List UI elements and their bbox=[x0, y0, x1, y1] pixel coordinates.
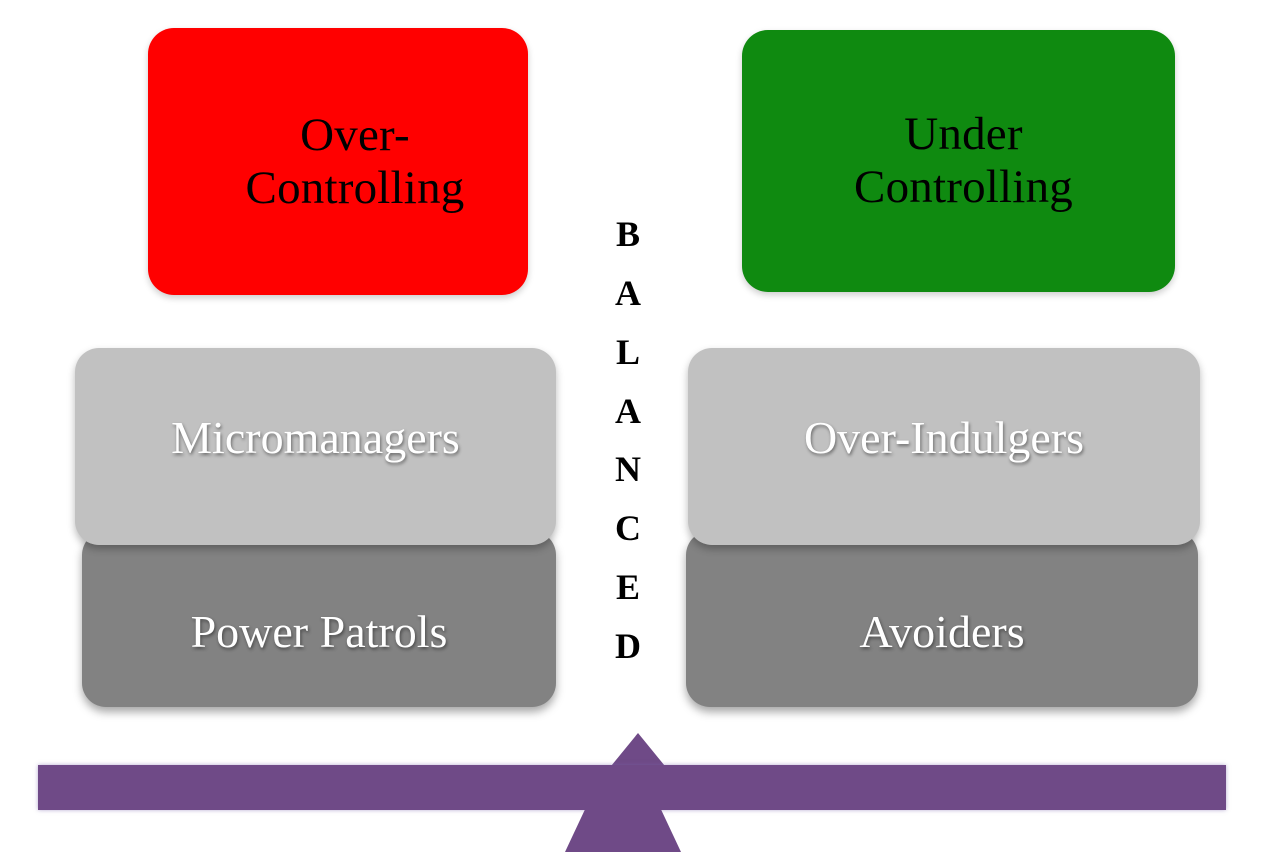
under-controlling-line-1: Under bbox=[904, 108, 1023, 161]
balanced-letter-n: N bbox=[615, 449, 641, 490]
balanced-letter-l: L bbox=[615, 331, 640, 372]
balanced-letter-a2: A bbox=[615, 390, 641, 431]
avoiders-label: Avoiders bbox=[859, 606, 1025, 657]
balanced-letter-a1: A bbox=[615, 272, 641, 313]
over-controlling-line-1: Over- bbox=[300, 108, 410, 161]
under-controlling-label: Under Controlling bbox=[854, 108, 1073, 213]
balance-beam bbox=[38, 765, 1226, 810]
fulcrum-base-trapezoid-icon bbox=[565, 810, 681, 852]
power-patrols-label: Power Patrols bbox=[190, 606, 448, 657]
balanced-letter-d: D bbox=[615, 625, 641, 666]
micromanagers-label: Micromanagers bbox=[171, 411, 460, 463]
fulcrum-pointer-triangle-icon bbox=[607, 733, 669, 771]
balanced-vertical-label: B A L A N C E D bbox=[604, 216, 652, 664]
over-controlling-label: Over- Controlling bbox=[246, 109, 465, 214]
balanced-letter-c: C bbox=[615, 508, 641, 549]
avoiders-card[interactable]: Avoiders bbox=[686, 531, 1198, 707]
balanced-letter-e: E bbox=[615, 567, 640, 608]
under-controlling-line-2: Controlling bbox=[854, 161, 1073, 213]
balance-scale bbox=[0, 725, 1276, 854]
balanced-letter-b: B bbox=[615, 214, 640, 254]
under-controlling-card[interactable]: Under Controlling bbox=[742, 30, 1175, 292]
over-indulgers-label: Over-Indulgers bbox=[803, 411, 1085, 463]
over-indulgers-card[interactable]: Over-Indulgers bbox=[688, 348, 1200, 545]
over-controlling-line-2: Controlling bbox=[245, 161, 465, 214]
micromanagers-card[interactable]: Micromanagers bbox=[75, 348, 556, 545]
power-patrols-card[interactable]: Power Patrols bbox=[82, 531, 556, 707]
over-controlling-card[interactable]: Over- Controlling bbox=[148, 28, 528, 295]
